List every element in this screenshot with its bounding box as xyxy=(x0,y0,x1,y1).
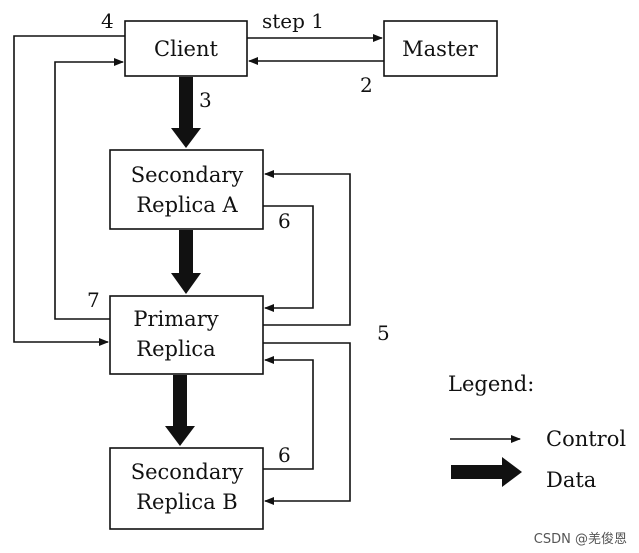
label-step2: 2 xyxy=(360,73,373,97)
data-arrow-secondary-a-to-primary xyxy=(171,230,201,294)
secondary-replica-b-box: Secondary Replica B xyxy=(109,447,264,530)
label-step6-a: 6 xyxy=(278,209,291,233)
legend-data-label: Data xyxy=(546,468,596,492)
secondary-replica-a-box: Secondary Replica A xyxy=(109,149,264,230)
control-arrow-step7 xyxy=(54,58,124,320)
control-arrow-step5-a xyxy=(263,170,351,326)
watermark: CSDN @羌俊恩 xyxy=(534,532,627,547)
primary-label-line2: Replica xyxy=(136,337,215,361)
control-arrow-step4 xyxy=(13,35,125,346)
control-arrow-step6-a xyxy=(263,205,314,312)
secondary-a-label-line2: Replica A xyxy=(136,193,238,217)
legend: Legend: Control Data xyxy=(448,372,626,492)
label-step5: 5 xyxy=(377,321,390,345)
label-step4: 4 xyxy=(101,9,114,33)
label-step3: 3 xyxy=(199,88,212,112)
legend-control-label: Control xyxy=(546,427,626,451)
data-arrow-client-to-secondary-a xyxy=(171,77,201,148)
client-box: Client xyxy=(124,20,248,77)
client-label: Client xyxy=(154,37,218,61)
secondary-b-label-line2: Replica B xyxy=(136,490,238,514)
primary-label-line1: Primary xyxy=(133,307,218,331)
label-step6-b: 6 xyxy=(278,443,291,467)
control-arrow-step5-b xyxy=(263,342,351,505)
secondary-a-label-line1: Secondary xyxy=(131,163,244,187)
legend-title: Legend: xyxy=(448,372,534,396)
primary-replica-box: Primary Replica xyxy=(109,295,264,375)
data-arrow-primary-to-secondary-b xyxy=(165,375,195,446)
label-step7: 7 xyxy=(87,288,100,312)
master-label: Master xyxy=(402,37,479,61)
control-arrow-step6-b xyxy=(263,356,314,470)
master-box: Master xyxy=(383,20,498,77)
legend-data-arrow xyxy=(451,457,522,487)
secondary-b-label-line1: Secondary xyxy=(131,460,244,484)
label-step1: step 1 xyxy=(262,9,324,33)
